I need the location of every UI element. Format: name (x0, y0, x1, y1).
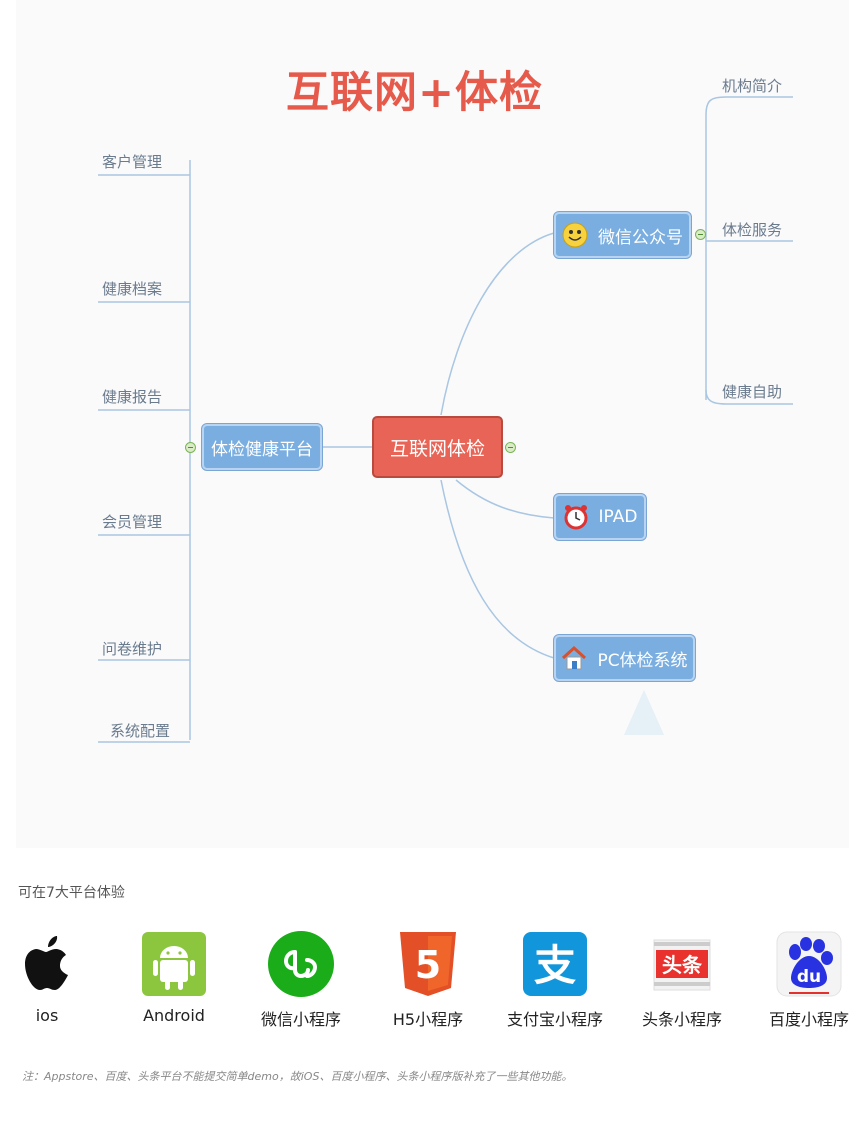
collapse-icon[interactable] (505, 442, 516, 453)
platform-name: Android (143, 1006, 205, 1025)
platform-ios[interactable]: ios (0, 930, 102, 1025)
mind-map: 互联网+体检 客户管理 健康档案 健康报告 会员管理 问卷维护 系统配置 体检健… (16, 0, 849, 848)
alipay-glyph: 支 (534, 941, 576, 990)
platform-baidu[interactable]: du 百度小程序 (754, 930, 859, 1030)
node-pc-label: PC体检系统 (597, 650, 688, 671)
html5-badge: 5 (415, 943, 441, 987)
alarm-clock-icon (563, 504, 589, 530)
node-health-platform-label: 体检健康平台 (211, 439, 313, 460)
platform-name: H5小程序 (392, 1010, 464, 1029)
baidu-icon: du (775, 930, 843, 998)
platform-h5[interactable]: 5 H5小程序 (373, 930, 483, 1030)
smiley-icon (562, 222, 588, 248)
node-ipad[interactable]: IPAD (554, 494, 646, 540)
node-health-platform[interactable]: 体检健康平台 (202, 424, 322, 470)
platform-toutiao[interactable]: 头条 头条小程序 (627, 930, 737, 1030)
footnote: 注：Appstore、百度、头条平台不能提交简单demo，故iOS、百度小程序、… (22, 1070, 573, 1083)
platform-name: 微信小程序 (260, 1010, 341, 1029)
branch-label-service: 体检服务 (722, 221, 783, 239)
connector-lines (98, 96, 793, 743)
node-center[interactable]: 互联网体检 (372, 416, 503, 478)
platform-wechat-mini[interactable]: 微信小程序 (246, 930, 356, 1030)
node-wechat-label: 微信公众号 (598, 227, 683, 248)
toutiao-badge: 头条 (662, 953, 703, 977)
branch-label-self-help: 健康自助 (722, 383, 783, 401)
branch-label-health-report: 健康报告 (102, 388, 163, 406)
toutiao-icon: 头条 (648, 930, 716, 998)
collapse-icon[interactable] (185, 442, 196, 453)
diagram-title: 互联网+体检 (286, 68, 544, 118)
wechat-mini-program-icon (267, 930, 335, 998)
node-ipad-label: IPAD (598, 507, 638, 527)
branch-label-health-record: 健康档案 (102, 280, 163, 298)
branch-label-member: 会员管理 (102, 513, 163, 531)
branch-label-customer: 客户管理 (102, 153, 163, 171)
platform-alipay[interactable]: 支 支付宝小程序 (500, 930, 610, 1030)
platform-name: 头条小程序 (641, 1010, 722, 1029)
home-icon (561, 645, 587, 671)
branch-label-config: 系统配置 (110, 722, 171, 740)
branch-label-survey: 问卷维护 (102, 640, 163, 658)
node-center-label: 互联网体检 (389, 437, 485, 460)
collapse-icon[interactable] (695, 229, 706, 240)
platform-name: 支付宝小程序 (506, 1010, 603, 1029)
baidu-badge: du (797, 967, 821, 987)
platform-name: ios (35, 1006, 59, 1025)
branch-label-intro: 机构简介 (722, 77, 783, 95)
node-pc[interactable]: PC体检系统 (554, 635, 695, 681)
node-wechat[interactable]: 微信公众号 (554, 212, 691, 258)
alipay-icon: 支 (521, 930, 589, 998)
android-icon (140, 930, 208, 998)
apple-icon (13, 930, 81, 998)
html5-icon: 5 (394, 930, 462, 998)
platform-android[interactable]: Android (119, 930, 229, 1025)
platforms-caption: 可在7大平台体验 (18, 885, 125, 901)
platform-name: 百度小程序 (768, 1010, 849, 1029)
